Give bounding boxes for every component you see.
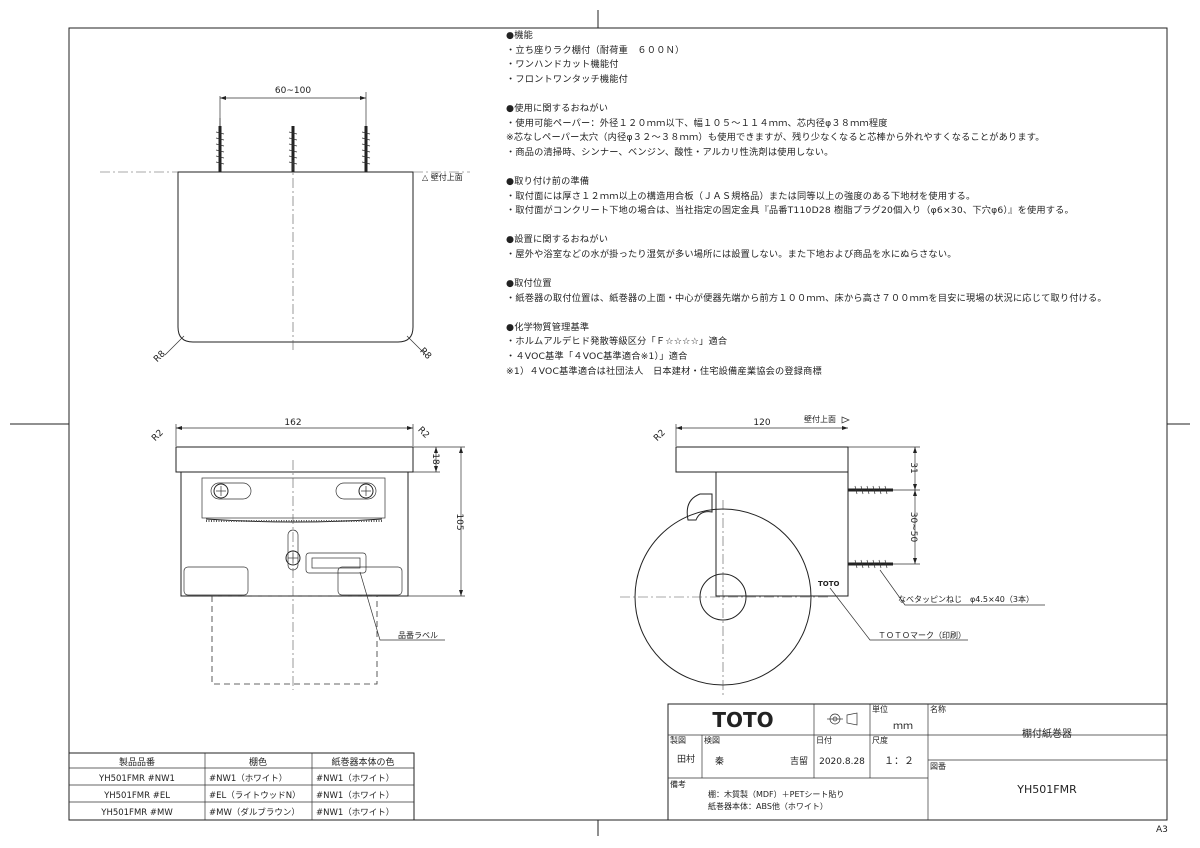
name-label: 名称 bbox=[930, 704, 946, 714]
notes-function-item: ・ワンハンドカット機能付 bbox=[506, 59, 619, 71]
remarks-2: 紙巻器本体：ABS他（ホワイト） bbox=[708, 801, 828, 811]
projection-symbol-icon bbox=[827, 712, 858, 726]
notes-usage-item: ※芯なしペーパー太穴（内径φ３２～３８ｍｍ）も使用できますが、残り少なくなると芯… bbox=[506, 132, 1045, 144]
notes-chem-item: ・４VOC基準「４VOC基準適合※1）」適合 bbox=[506, 351, 688, 363]
drawing-no: YH501FMR bbox=[1016, 783, 1077, 796]
notes-install-title: ●設置に関するおねがい bbox=[506, 234, 609, 246]
top-body-outline bbox=[177, 171, 414, 343]
front-radius-right: R2 bbox=[415, 425, 431, 441]
side-dim-screw-spacing: 30~50 bbox=[908, 512, 918, 543]
table-row-1-product: YH501FMR #NW1 bbox=[98, 774, 175, 784]
front-dim-height: 105 bbox=[454, 513, 464, 530]
side-dim-top: 31 bbox=[908, 462, 918, 473]
notes-usage-item: ・使用可能ペーパー：外径１２０ｍｍ以下、幅１０５～１１４ｍｍ、芯内径φ３８ｍｍ程… bbox=[506, 117, 888, 129]
notes-prep-item: ・取付面には厚さ１２ｍｍ以上の構造用合板（ＪＡＳ規格品）または同等以上の強度のあ… bbox=[506, 190, 976, 202]
checked-by-1: 秦 bbox=[715, 755, 724, 767]
checked-label: 検図 bbox=[704, 735, 720, 745]
front-label-plate bbox=[305, 552, 367, 574]
top-screw-left bbox=[215, 118, 225, 172]
scale-value: １：２ bbox=[884, 756, 914, 767]
scale-label: 尺度 bbox=[872, 735, 888, 745]
sheet-size: A3 bbox=[1156, 825, 1168, 835]
drafted-by: 田村 bbox=[677, 753, 695, 765]
side-dim-depth: 120 bbox=[753, 418, 770, 428]
front-radius-left: R2 bbox=[150, 428, 166, 444]
side-brand-mark: TOTO bbox=[818, 580, 840, 588]
notes-section: ●機能 ・立ち座りラク棚付（耐荷重 ６００Ｎ） ・ワンハンドカット機能付 ・フロ… bbox=[506, 29, 1166, 379]
top-radius-left: R8 bbox=[152, 349, 168, 365]
notes-install-item: ・屋外や浴室などの水が掛ったり湿気が多い場所には設置しない。また下地および商品を… bbox=[506, 248, 957, 260]
table-header-product: 製品品番 bbox=[119, 756, 155, 768]
title-block: TOTO 単位 ｍｍ 名称 棚付紙巻器 製図 田村 検図 秦 吉留 日付 202… bbox=[667, 703, 1168, 821]
front-dim-width: 162 bbox=[284, 418, 301, 428]
checked-by-2: 吉留 bbox=[790, 755, 808, 767]
notes-chem-title: ●化学物質管理基準 bbox=[506, 321, 590, 333]
notes-prep-title: ●取り付け前の準備 bbox=[506, 175, 590, 187]
notes-usage-item: ・商品の清掃時、シンナー、ベンジン、酸性・アルカリ性洗剤は使用しない。 bbox=[506, 146, 834, 158]
remarks-1: 棚：木質製（MDF）＋PETシート貼り bbox=[708, 789, 844, 799]
remarks-label: 備考 bbox=[670, 779, 686, 789]
side-handle bbox=[686, 493, 713, 521]
table-row-3-shelf: #MW（ダルブラウン） bbox=[209, 807, 300, 818]
table-header-shelf-color: 棚色 bbox=[249, 756, 267, 768]
table-row-1-body: #NW1（ホワイト） bbox=[316, 773, 394, 784]
notes-chem-item: ※1）４VOC基準適合は社団法人 日本建材・住宅設備産業協会の登録商標 bbox=[506, 365, 822, 377]
side-mark-leader bbox=[829, 587, 968, 641]
name-value: 棚付紙巻器 bbox=[1022, 727, 1072, 740]
product-table: 製品品番 棚色 紙巻器本体の色 YH501FMR #NW1 #NW1（ホワイト）… bbox=[68, 752, 415, 821]
unit-value: ｍｍ bbox=[893, 721, 913, 732]
front-foot-right bbox=[337, 566, 403, 596]
table-row-2-body: #NW1（ホワイト） bbox=[316, 790, 394, 801]
front-view: 162 R2 R2 bbox=[150, 418, 465, 690]
front-label-leader bbox=[359, 571, 445, 641]
notes-position-title: ●取付位置 bbox=[506, 278, 552, 290]
table-row-1-shelf: #NW1（ホワイト） bbox=[209, 773, 287, 784]
front-body bbox=[180, 471, 409, 597]
side-bracket bbox=[715, 471, 849, 597]
notes-prep-item: ・取付面がコンクリート下地の場合は、当社指定の固定金具『品番T110D28 樹脂… bbox=[506, 205, 1074, 217]
side-screw-bottom bbox=[848, 559, 893, 569]
notes-function-item: ・フロントワンタッチ機能付 bbox=[506, 73, 629, 85]
table-row-3-body: #NW1（ホワイト） bbox=[316, 807, 394, 818]
table-header-body-color: 紙巻器本体の色 bbox=[331, 756, 394, 768]
top-view: 60~100 △ 壁付上面 R8 R8 bbox=[100, 86, 470, 365]
side-screw-top bbox=[848, 485, 893, 495]
front-screw-right bbox=[335, 482, 377, 500]
dim-screw-spacing: 60~100 bbox=[275, 86, 311, 96]
side-view: 120 R2 壁付上面 TOTO 31 30~50 な bbox=[620, 414, 1045, 695]
side-radius: R2 bbox=[652, 428, 668, 444]
top-screw-right bbox=[361, 92, 371, 172]
side-screw-note: なべタッピンねじ φ4.5×40（3本） bbox=[898, 594, 1034, 604]
date-label: 日付 bbox=[816, 735, 832, 745]
notes-function-title: ●機能 bbox=[506, 30, 533, 41]
title-logo: TOTO bbox=[712, 708, 773, 732]
unit-label: 単位 bbox=[872, 704, 888, 714]
drafted-label: 製図 bbox=[670, 735, 686, 745]
drawing-no-label: 図番 bbox=[930, 761, 946, 771]
side-wall-label: 壁付上面 bbox=[804, 414, 836, 424]
table-row-3-product: YH501FMR #MW bbox=[100, 808, 173, 818]
side-screw-leader bbox=[879, 569, 1045, 606]
notes-position-item: ・紙巻器の取付位置は、紙巻器の上面・中心が便器先端から前方１００ｍｍ、床から高さ… bbox=[506, 292, 1107, 304]
top-wall-label: △ 壁付上面 bbox=[422, 172, 463, 182]
front-paper-roll-hidden bbox=[211, 595, 378, 685]
side-shelf bbox=[675, 446, 849, 473]
front-label-tag: 品番ラベル bbox=[398, 630, 438, 640]
front-shelf bbox=[175, 446, 414, 473]
front-dim-shelf: 18 bbox=[430, 453, 440, 465]
side-mark-note: ＴＯＴＯマーク（印刷） bbox=[878, 631, 966, 640]
front-foot-left bbox=[183, 566, 249, 596]
date-value: 2020.8.28 bbox=[819, 757, 865, 767]
table-row-2-shelf: #EL（ライトウッドN） bbox=[209, 790, 301, 801]
notes-chem-item: ・ホルムアルデヒド発散等級区分「Ｆ☆☆☆☆」適合 bbox=[506, 336, 728, 348]
front-screw-left bbox=[210, 482, 252, 500]
table-row-2-product: YH501FMR #EL bbox=[103, 791, 170, 801]
notes-usage-title: ●使用に関するおねがい bbox=[506, 102, 609, 114]
notes-function-item: ・立ち座りラク棚付（耐荷重 ６００Ｎ） bbox=[506, 44, 685, 56]
